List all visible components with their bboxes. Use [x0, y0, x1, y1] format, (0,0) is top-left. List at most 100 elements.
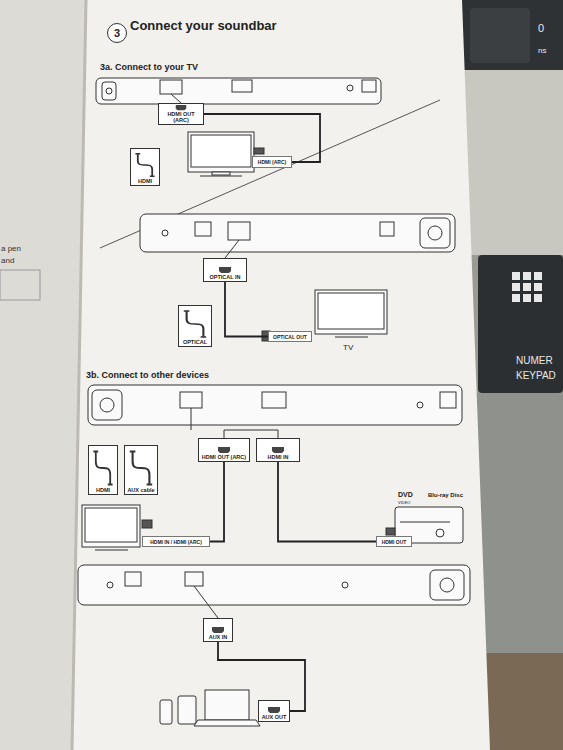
disc-player-button — [436, 529, 444, 537]
port-box: HDMI OUT (ARC) — [198, 438, 250, 462]
title: Connect your soundbar — [130, 18, 277, 33]
port-box: HDMI OUT (ARC) — [158, 103, 204, 125]
port-box: AUX OUT — [258, 700, 290, 722]
desk-surface — [460, 70, 563, 255]
leader-line — [194, 586, 218, 618]
label-text: 3a. Connect to your TV — [100, 62, 198, 72]
tv — [315, 290, 387, 334]
cable-box: OPTICAL — [178, 305, 212, 347]
laptop-base — [194, 720, 260, 726]
soundbar — [88, 385, 462, 425]
tv — [188, 132, 254, 172]
device-port: HDMI OUT — [376, 536, 412, 547]
tv-stand — [212, 172, 230, 175]
keypad-icon — [512, 272, 542, 302]
node-text: AUX cable — [126, 487, 155, 494]
node-text: 3 — [114, 27, 120, 39]
cable-shape — [135, 154, 154, 177]
port-shape — [212, 627, 224, 633]
plug — [142, 520, 152, 528]
port-panel — [180, 392, 202, 408]
leader-line — [225, 240, 239, 258]
soundbar-detail — [107, 582, 113, 588]
port-icon — [218, 266, 232, 274]
port-shape — [272, 447, 284, 453]
soundbar-logo — [106, 88, 112, 94]
node-text: HDMI OUT — [382, 539, 407, 545]
label-text: TV — [343, 343, 353, 352]
bracket — [224, 430, 278, 438]
soundbar — [140, 214, 455, 252]
cable-box: HDMI — [88, 445, 118, 495]
device-port: HDMI IN / HDMI (ARC) — [142, 536, 210, 547]
node-text: OPTICAL OUT — [273, 334, 307, 340]
label-text: VIDEO — [398, 500, 410, 505]
soundbar-detail — [125, 572, 141, 586]
node-text: AUX IN — [208, 634, 229, 641]
tv-stand — [95, 550, 128, 551]
port-shape — [176, 105, 187, 110]
node-text: HDMI OUT (ARC) — [201, 454, 247, 461]
cable-shape — [93, 452, 112, 485]
node-text: HDMI OUT (ARC) — [159, 111, 203, 124]
tv-screen — [85, 508, 137, 542]
soundbar-detail — [262, 392, 286, 408]
soundbar — [78, 565, 470, 605]
device-port: HDMI (ARC) — [252, 156, 292, 168]
port-icon — [267, 706, 281, 714]
page-spine — [72, 0, 86, 750]
cable-line — [204, 114, 320, 162]
keyboard-key — [470, 8, 530, 63]
leader-line — [191, 408, 192, 430]
port-box: AUX IN — [203, 618, 233, 642]
soundbar-grille — [102, 82, 116, 100]
tv-screen — [318, 293, 384, 329]
port-box: OPTICAL IN — [203, 258, 247, 282]
tv-stand — [335, 337, 368, 338]
node-text: HDMI — [137, 178, 153, 185]
node-text: HDMI — [95, 487, 111, 494]
port-shape — [219, 267, 231, 273]
label-text: and — [1, 256, 14, 265]
left-page-figure — [0, 270, 40, 300]
soundbar-detail — [362, 80, 376, 92]
soundbar-detail — [232, 80, 252, 92]
port-icon — [217, 446, 231, 454]
leader-line — [171, 94, 181, 103]
node-text: AUX OUT — [261, 714, 288, 721]
soundbar — [96, 78, 381, 104]
port-panel — [185, 572, 203, 586]
cable-icon — [133, 152, 157, 178]
cable-icon — [127, 449, 155, 487]
keyboard-key — [455, 0, 563, 70]
soundbar-logo — [100, 398, 114, 412]
cable-box: AUX cable — [124, 445, 158, 495]
step-number: 3 — [107, 23, 127, 43]
label-text: 0 — [538, 22, 544, 34]
soundbar-detail — [195, 222, 211, 236]
port-box: HDMI IN — [256, 438, 300, 462]
soundbar-grille — [430, 570, 464, 600]
device-port: OPTICAL OUT — [268, 331, 312, 342]
soundbar-logo — [428, 226, 442, 240]
keyboard-key — [478, 255, 563, 393]
tv — [82, 505, 140, 547]
label-text: NUMER — [516, 355, 553, 366]
manual-page — [72, 0, 490, 750]
plug — [254, 148, 264, 154]
soundbar-grille — [92, 390, 122, 420]
label-text: 3b. Connect to other devices — [86, 370, 209, 380]
label-text: Blu-ray Disc — [428, 492, 463, 498]
port-icon — [174, 104, 188, 111]
label-text: ns — [538, 46, 546, 55]
cable-icon — [181, 309, 209, 339]
cable-line — [225, 282, 268, 337]
tv-screen — [191, 135, 251, 167]
plug — [386, 528, 395, 535]
cable-shape — [184, 311, 206, 337]
left-page — [0, 0, 88, 750]
port-shape — [268, 707, 280, 713]
cable-line — [278, 462, 376, 542]
port-panel — [160, 80, 182, 94]
